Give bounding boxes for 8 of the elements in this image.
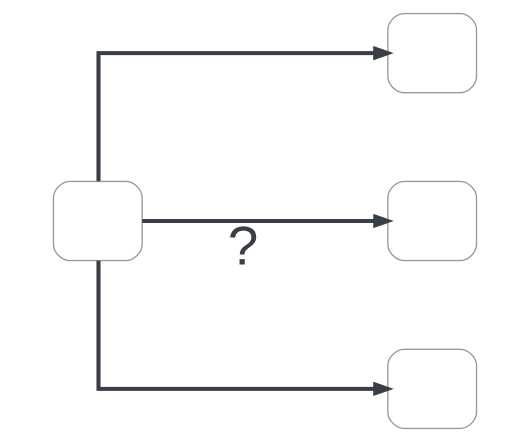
arrow	[142, 214, 394, 228]
arrow	[96, 46, 394, 182]
arrow	[96, 260, 394, 396]
node-box	[387, 12, 478, 94]
node-box	[387, 180, 478, 262]
edge-label: ?	[228, 216, 258, 277]
node-box	[52, 180, 143, 262]
node-box	[387, 348, 478, 430]
